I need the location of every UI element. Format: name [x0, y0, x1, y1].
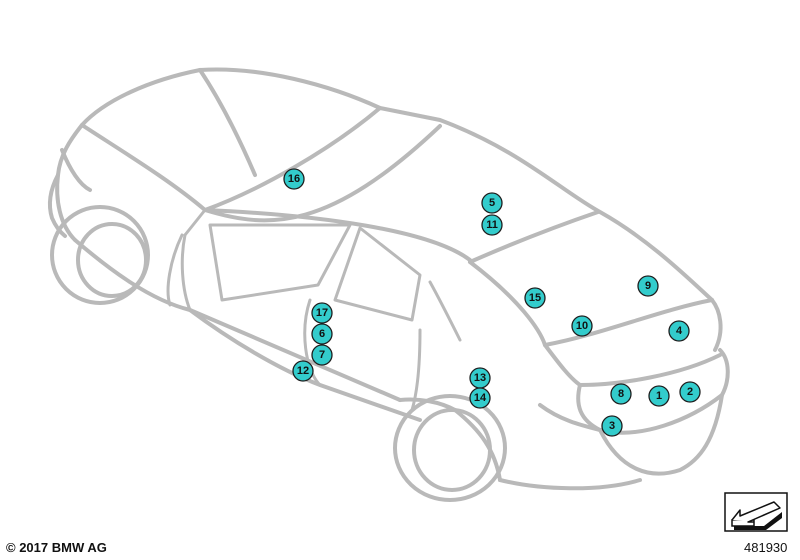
marker-13[interactable]: 13 — [469, 367, 491, 389]
marker-11[interactable]: 11 — [481, 214, 503, 236]
marker-15-label: 15 — [529, 292, 541, 304]
marker-5-label: 5 — [489, 197, 495, 209]
marker-1-label: 1 — [656, 390, 662, 402]
marker-9[interactable]: 9 — [637, 275, 659, 297]
marker-1[interactable]: 1 — [648, 385, 670, 407]
marker-8-label: 8 — [618, 388, 624, 400]
marker-14[interactable]: 14 — [469, 387, 491, 409]
marker-7[interactable]: 7 — [311, 344, 333, 366]
marker-17-label: 17 — [316, 307, 328, 319]
marker-10[interactable]: 10 — [571, 315, 593, 337]
diagram-id: 481930 — [744, 540, 788, 555]
marker-13-label: 13 — [474, 372, 486, 384]
marker-9-label: 9 — [645, 280, 651, 292]
marker-8[interactable]: 8 — [610, 383, 632, 405]
marker-2-label: 2 — [687, 386, 693, 398]
marker-12-label: 12 — [297, 365, 309, 377]
marker-4[interactable]: 4 — [668, 320, 690, 342]
car-outline — [48, 67, 730, 502]
marker-11-label: 11 — [486, 219, 498, 231]
marker-7-label: 7 — [319, 349, 325, 361]
front-wheel — [50, 205, 150, 305]
marker-6[interactable]: 6 — [311, 323, 333, 345]
marker-12[interactable]: 12 — [292, 360, 314, 382]
arrow-navigation-icon[interactable] — [724, 492, 788, 532]
rear-wheel — [393, 394, 507, 502]
marker-3[interactable]: 3 — [601, 415, 623, 437]
marker-3-label: 3 — [609, 420, 615, 432]
marker-4-label: 4 — [676, 325, 683, 337]
marker-14-label: 14 — [474, 392, 487, 404]
copyright-text: © 2017 BMW AG — [6, 540, 107, 555]
marker-6-label: 6 — [319, 328, 325, 340]
marker-16-label: 16 — [288, 173, 300, 185]
marker-10-label: 10 — [576, 320, 588, 332]
marker-17[interactable]: 17 — [311, 302, 333, 324]
marker-5[interactable]: 5 — [481, 192, 503, 214]
marker-16[interactable]: 16 — [283, 168, 305, 190]
marker-2[interactable]: 2 — [679, 381, 701, 403]
marker-15[interactable]: 15 — [524, 287, 546, 309]
